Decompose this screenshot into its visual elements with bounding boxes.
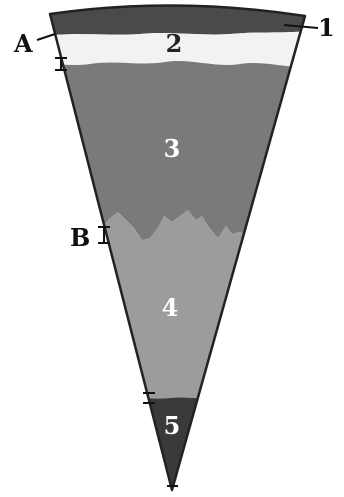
boundary-ticks [55,57,178,487]
layer-4-label: 4 [162,293,179,322]
callout-a-leader [36,33,56,41]
callout-1-leader [283,24,319,29]
layer-5-label: 5 [164,411,181,440]
layer-3-lower-mantle [50,61,305,240]
wedge-outline [48,4,307,492]
layer-3-label: 3 [164,134,181,163]
boundary-b-label: B [70,223,90,252]
layer-2-label: 2 [166,29,183,58]
boundary-a-label: A [13,29,33,58]
layer-1-label: 1 [318,13,335,42]
layer-2-upper-mantle [50,30,305,67]
